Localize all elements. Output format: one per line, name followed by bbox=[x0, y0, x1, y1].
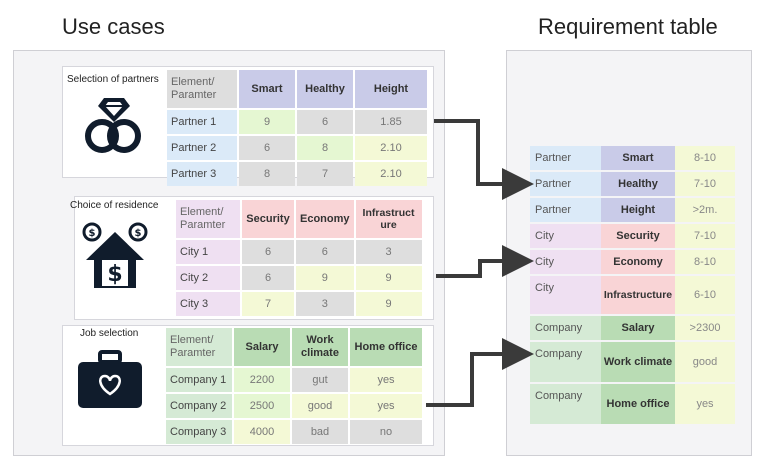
req-value: 6-10 bbox=[675, 276, 735, 314]
job-table: Element/ Paramter Salary Work climate Ho… bbox=[164, 326, 424, 446]
req-element: Company bbox=[530, 316, 601, 340]
req-param: Smart bbox=[601, 146, 675, 170]
table-row-label: City 1 bbox=[176, 240, 240, 264]
param-header-smart: Smart bbox=[239, 70, 295, 108]
req-param: Security bbox=[601, 224, 675, 248]
req-value: good bbox=[675, 342, 735, 382]
table-cell: 2.10 bbox=[355, 136, 427, 160]
req-param: Infrastructure bbox=[601, 276, 675, 314]
wedding-rings-diamond-icon bbox=[80, 94, 148, 161]
table-cell: no bbox=[350, 420, 422, 444]
house-dollar-icon: $ $ $ bbox=[82, 220, 148, 295]
table-cell: 7 bbox=[242, 292, 294, 316]
requirement-table-heading: Requirement table bbox=[538, 14, 718, 39]
req-element: Partner bbox=[530, 172, 601, 196]
req-value: 8-10 bbox=[675, 146, 735, 170]
partners-table: Element/ Paramter Smart Healthy Height P… bbox=[165, 68, 429, 188]
table-cell: 2500 bbox=[234, 394, 290, 418]
param-header-line: Paramter bbox=[170, 347, 216, 359]
table-row-label: Partner 3 bbox=[167, 162, 237, 186]
req-value: >2m. bbox=[675, 198, 735, 222]
table-row-label: City 3 bbox=[176, 292, 240, 316]
table-cell: 6 bbox=[296, 240, 354, 264]
table-cell: yes bbox=[350, 368, 422, 392]
param-header-healthy: Healthy bbox=[297, 70, 353, 108]
table-cell: bad bbox=[292, 420, 348, 444]
element-header-line: Element/ bbox=[171, 76, 215, 88]
req-element: Company bbox=[530, 384, 601, 424]
table-cell: 8 bbox=[297, 136, 353, 160]
table-cell: 9 bbox=[355, 266, 422, 290]
req-element: City bbox=[530, 276, 601, 314]
param-header-economy: Economy bbox=[296, 200, 354, 238]
param-header-home-office: Home office bbox=[350, 328, 422, 366]
req-value: 7-10 bbox=[675, 172, 735, 196]
req-param: Economy bbox=[601, 250, 675, 274]
table-row-label: City 2 bbox=[176, 266, 240, 290]
req-element: Partner bbox=[530, 198, 601, 222]
req-param: Work climate bbox=[601, 342, 675, 382]
table-cell: 9 bbox=[355, 292, 422, 316]
svg-text:$: $ bbox=[107, 262, 122, 287]
param-header-line: Paramter bbox=[171, 89, 217, 101]
param-header-line: Paramter bbox=[180, 219, 226, 231]
param-header-height: Height bbox=[355, 70, 427, 108]
use-cases-heading: Use cases bbox=[62, 14, 165, 39]
req-param: Height bbox=[601, 198, 675, 222]
svg-text:$: $ bbox=[89, 228, 96, 239]
table-row-label: Partner 1 bbox=[167, 110, 237, 134]
table-cell: 9 bbox=[239, 110, 295, 134]
table-cell: good bbox=[292, 394, 348, 418]
requirement-table: Partner Smart 8-10 Partner Healthy 7-10 … bbox=[530, 144, 735, 426]
req-element: Company bbox=[530, 342, 601, 382]
table-cell: 9 bbox=[296, 266, 354, 290]
table-cell: 2.10 bbox=[355, 162, 427, 186]
table-cell: 8 bbox=[239, 162, 295, 186]
param-header-salary: Salary bbox=[234, 328, 290, 366]
element-header-line: Element/ bbox=[170, 334, 214, 346]
req-element: City bbox=[530, 250, 601, 274]
req-value: 8-10 bbox=[675, 250, 735, 274]
briefcase-heart-icon bbox=[76, 350, 144, 415]
table-cell: 2200 bbox=[234, 368, 290, 392]
element-header-line: Element/ bbox=[180, 206, 224, 218]
table-row-label: Company 1 bbox=[166, 368, 232, 392]
req-element: City bbox=[530, 224, 601, 248]
req-param: Home office bbox=[601, 384, 675, 424]
table-cell: 6 bbox=[239, 136, 295, 160]
req-value: 7-10 bbox=[675, 224, 735, 248]
req-element: Partner bbox=[530, 146, 601, 170]
table-row-label: Company 2 bbox=[166, 394, 232, 418]
table-row-label: Company 3 bbox=[166, 420, 232, 444]
table-cell: 3 bbox=[355, 240, 422, 264]
req-param: Salary bbox=[601, 316, 675, 340]
table-cell: 1.85 bbox=[355, 110, 427, 134]
job-title: Job selection bbox=[80, 328, 139, 339]
table-cell: gut bbox=[292, 368, 348, 392]
req-value: >2300 bbox=[675, 316, 735, 340]
table-cell: 6 bbox=[242, 266, 294, 290]
param-header-security: Security bbox=[242, 200, 294, 238]
element-param-header: Element/ Paramter bbox=[176, 200, 240, 238]
req-param: Healthy bbox=[601, 172, 675, 196]
table-cell: yes bbox=[350, 394, 422, 418]
table-cell: 7 bbox=[297, 162, 353, 186]
table-cell: 4000 bbox=[234, 420, 290, 444]
param-header-infrastructure: Infrastructure bbox=[355, 200, 422, 238]
residence-table: Element/ Paramter Security Economy Infra… bbox=[174, 198, 424, 318]
param-header-work-climate: Work climate bbox=[292, 328, 348, 366]
element-param-header: Element/ Paramter bbox=[167, 70, 237, 108]
table-cell: 6 bbox=[242, 240, 294, 264]
table-cell: 6 bbox=[297, 110, 353, 134]
residence-title: Choice of residence bbox=[70, 200, 159, 211]
svg-text:$: $ bbox=[135, 228, 142, 239]
req-value: yes bbox=[675, 384, 735, 424]
table-cell: 3 bbox=[296, 292, 354, 316]
partners-title: Selection of partners bbox=[67, 74, 159, 85]
table-row-label: Partner 2 bbox=[167, 136, 237, 160]
element-param-header: Element/ Paramter bbox=[166, 328, 232, 366]
